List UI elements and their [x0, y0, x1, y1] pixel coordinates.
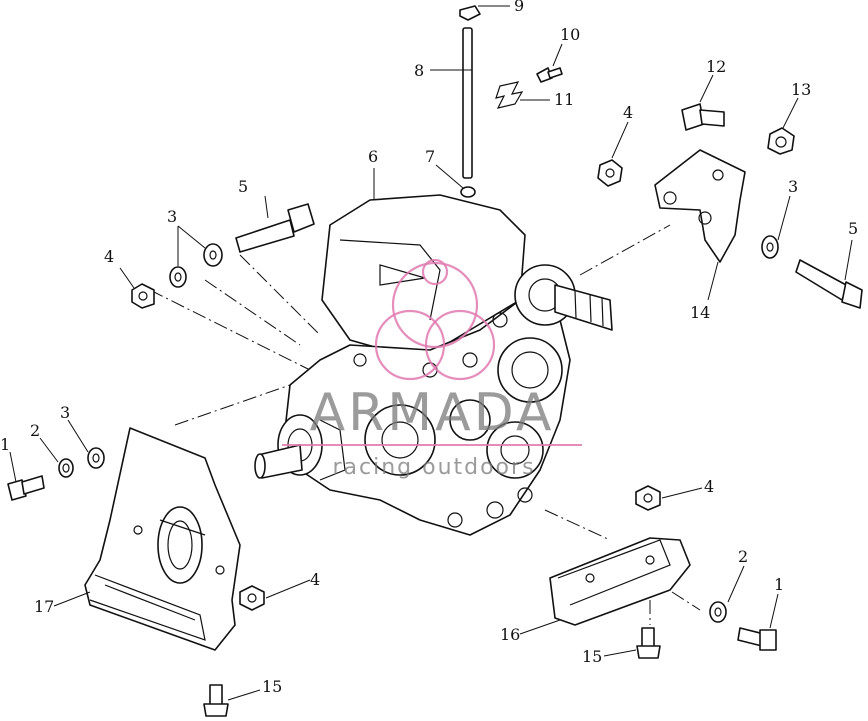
callout-15-lower: 15: [262, 677, 282, 696]
bolt-15-lower: [203, 684, 229, 717]
watermark-tagline: racing outdoors: [332, 455, 535, 480]
callout-6: 6: [368, 147, 378, 166]
nut-4-lower-right: [635, 485, 661, 511]
detent-ball: [460, 186, 476, 198]
left-mount-bracket: [84, 427, 241, 651]
armada-watermark: ARMADA racing outdoors: [282, 258, 582, 480]
callout-4-lower-right: 4: [704, 477, 714, 496]
callout-4-left: 4: [104, 247, 114, 266]
callout-1-left: 1: [0, 435, 10, 454]
callout-5-left: 5: [238, 177, 248, 196]
callout-1-right: 1: [774, 575, 784, 594]
nut-13: [767, 127, 795, 155]
callout-3-left-top: 3: [167, 207, 177, 226]
nut-4-top: [597, 159, 623, 187]
bolt-5-left: [235, 203, 315, 253]
shift-rod: [462, 27, 473, 179]
callout-11: 11: [554, 90, 574, 109]
callout-labels: 9 8 10 11 12 13 4 3 5 14 6 7 5 3 4 1 2 3…: [0, 0, 858, 696]
callout-4-lower-left: 4: [310, 570, 320, 589]
bolt-1-right: [737, 627, 777, 651]
callout-5-right: 5: [848, 219, 858, 238]
washer-3-right: [761, 235, 779, 259]
lower-mount-bracket: [549, 537, 691, 626]
callout-12: 12: [706, 57, 726, 76]
callout-7: 7: [425, 147, 435, 166]
callout-4-top: 4: [623, 103, 633, 122]
washer-2-right: [709, 601, 727, 623]
spring-clip: [495, 81, 524, 109]
bolt-15-right: [636, 627, 661, 659]
callout-8: 8: [414, 61, 424, 80]
bolt-12: [681, 103, 725, 131]
nut-4-lower-left: [239, 585, 265, 611]
callout-2-right: 2: [738, 547, 748, 566]
rod-clip: [459, 5, 481, 21]
washer-3-lower: [87, 447, 105, 469]
washer-3-upper: [203, 243, 223, 267]
washer-3-middle: [169, 266, 187, 288]
callout-15-right: 15: [582, 647, 602, 666]
callout-9: 9: [514, 0, 524, 15]
bolt-1-left: [7, 475, 45, 501]
callout-16: 16: [500, 625, 520, 644]
watermark-brand: ARMADA: [310, 383, 555, 443]
callout-13: 13: [791, 80, 811, 99]
center-lines: [149, 224, 701, 625]
callout-17: 17: [34, 597, 54, 616]
leader-lines: [9, 5, 853, 701]
callout-2-left: 2: [30, 421, 40, 440]
small-bolt: [536, 67, 563, 83]
callout-3-right: 3: [788, 177, 798, 196]
callout-14: 14: [690, 303, 710, 322]
callout-10: 10: [560, 25, 580, 44]
bolt-5-right: [795, 259, 863, 309]
callout-3-left-bottom: 3: [60, 403, 70, 422]
washer-2-left: [58, 458, 74, 478]
nut-4-left: [131, 283, 155, 309]
upper-mount-bracket: [654, 149, 746, 263]
